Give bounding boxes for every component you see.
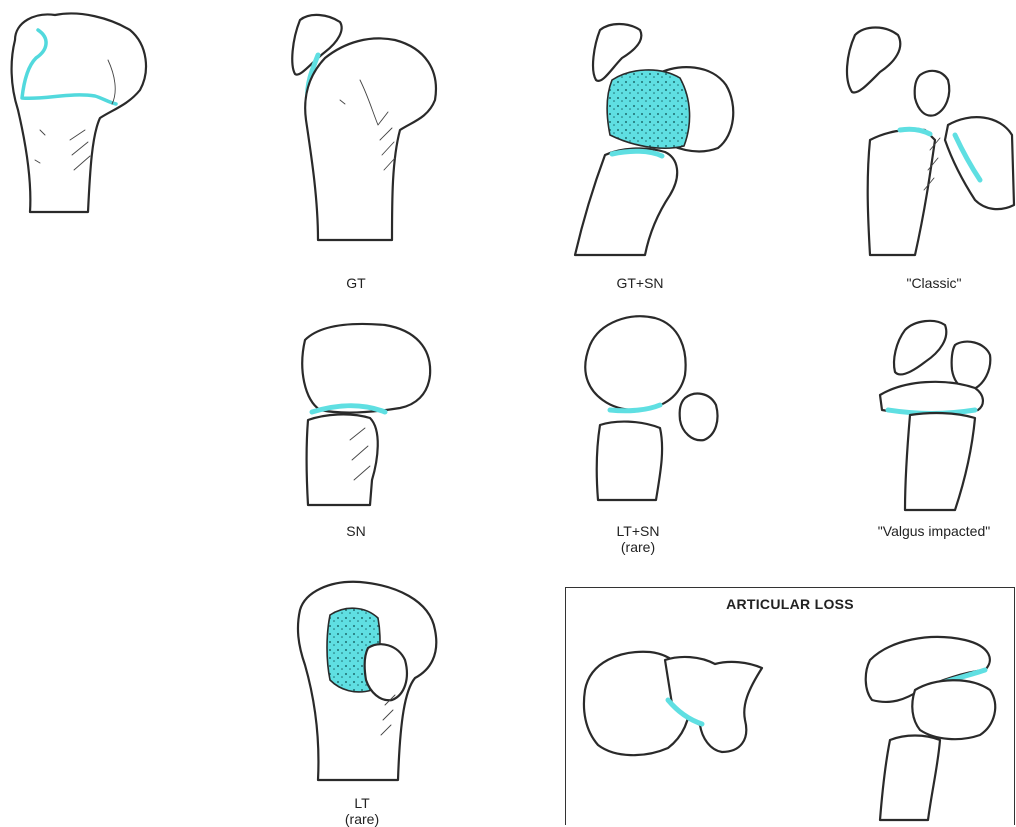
label-lt: LT	[354, 795, 369, 811]
normal-humerus-figure	[12, 13, 146, 212]
label-classic: "Classic"	[906, 275, 961, 291]
lt-fracture-figure	[298, 582, 436, 780]
label-lt-sn: LT+SN	[617, 523, 660, 539]
gt-sn-fracture-figure	[575, 24, 733, 255]
label-valgus-impacted: "Valgus impacted"	[878, 523, 990, 539]
articular-loss-title: ARTICULAR LOSS	[566, 596, 1014, 612]
label-gt: GT	[346, 275, 365, 291]
classic-fracture-figure	[847, 28, 1014, 256]
articular-loss-box: ARTICULAR LOSS	[565, 587, 1015, 825]
sn-fracture-figure	[302, 324, 430, 505]
gt-fracture-figure	[292, 15, 436, 240]
label-gt-sn: GT+SN	[616, 275, 663, 291]
valgus-impacted-figure	[880, 321, 990, 510]
label-lt-sn-rare: (rare)	[621, 539, 655, 555]
lt-sn-fracture-figure	[585, 316, 717, 500]
label-sn: SN	[346, 523, 365, 539]
